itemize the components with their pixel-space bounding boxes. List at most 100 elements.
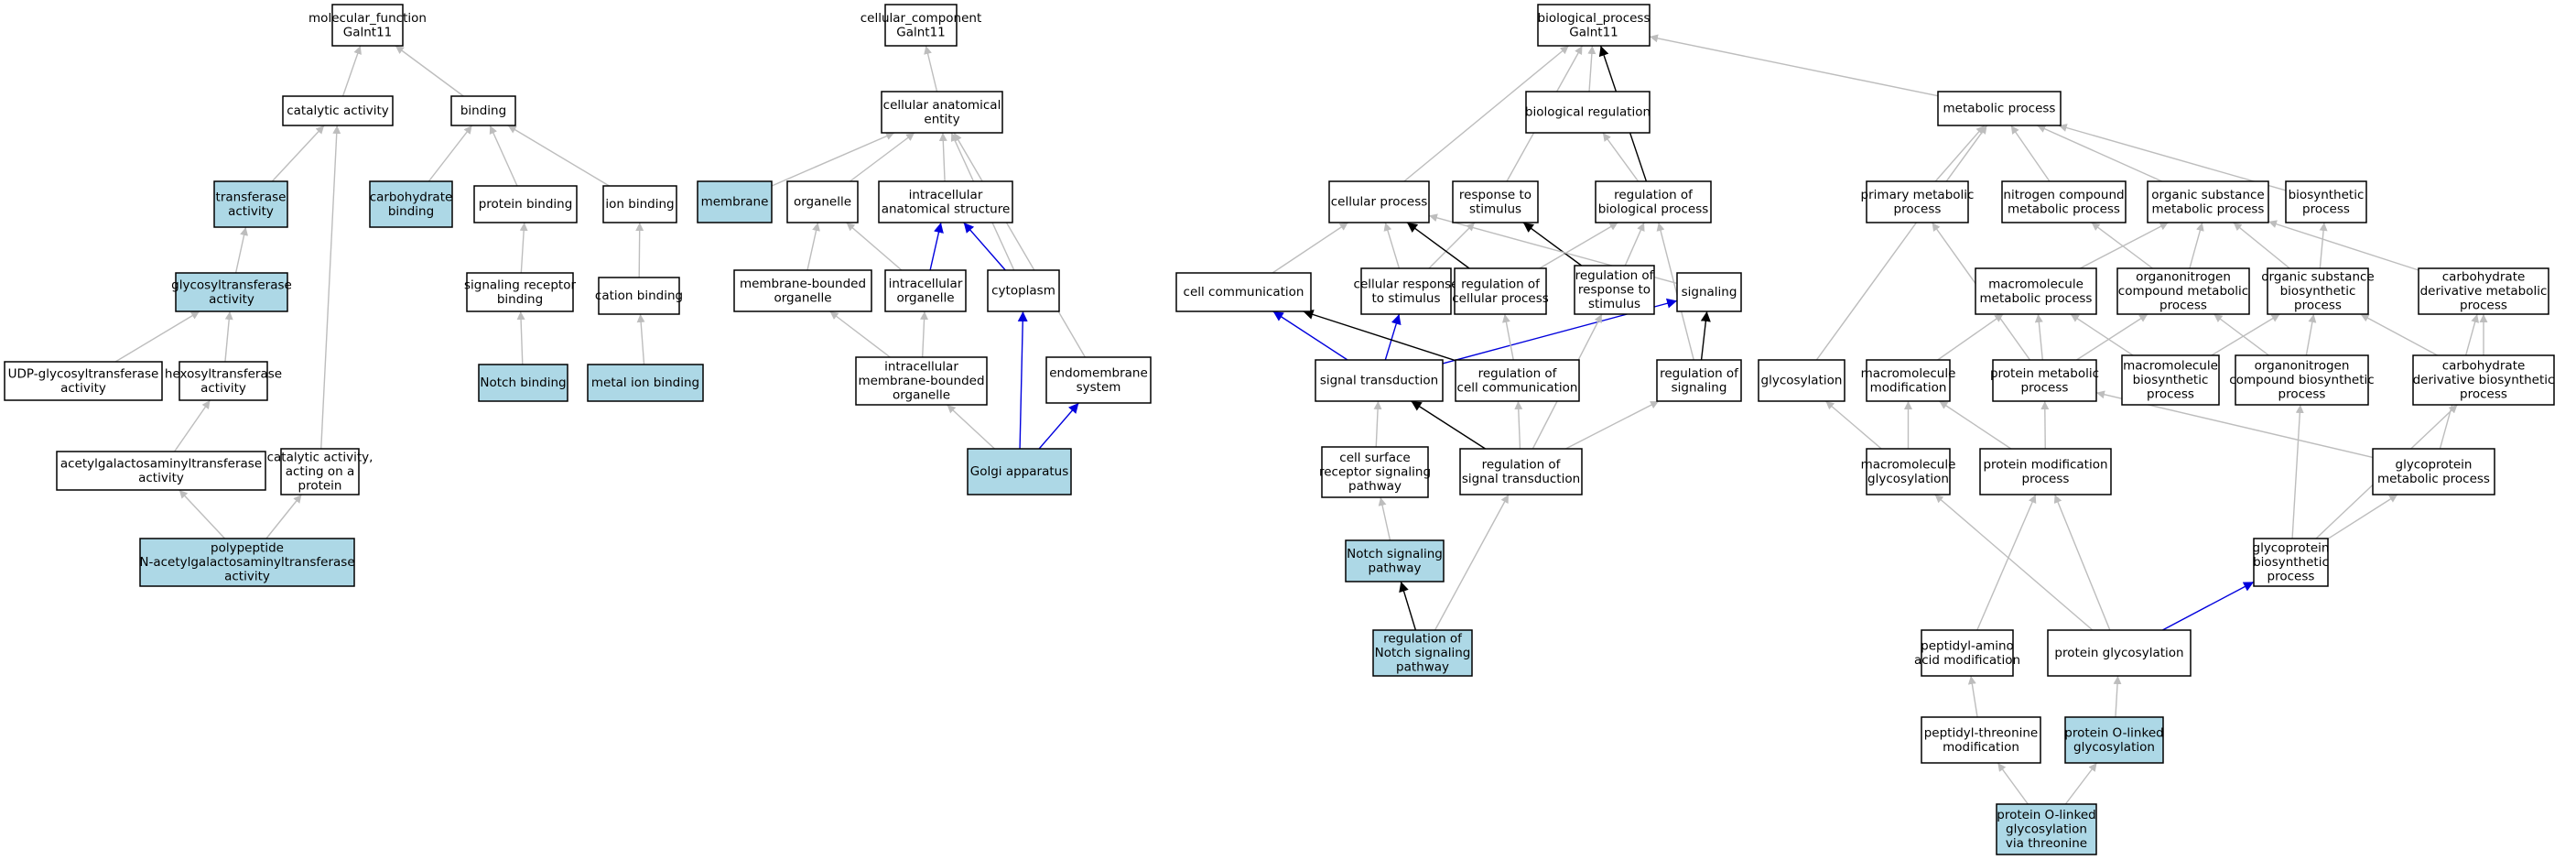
- node-label-line: response to: [1459, 188, 1532, 202]
- go-term-node-golgi: Golgi apparatus: [967, 448, 1072, 495]
- node-label-line: activity: [60, 381, 106, 396]
- edge-peptthr-to-peptamino: [1967, 675, 1978, 718]
- node-label-line: Notch signaling: [1375, 646, 1471, 660]
- node-label-line: N-acetylgalactosaminyltransferase: [139, 555, 354, 570]
- node-label-line: biological_process: [1538, 11, 1651, 26]
- node-label-line: catalytic activity: [287, 103, 389, 118]
- go-term-node-bioreg: biological regulation: [1525, 91, 1651, 134]
- go-term-node-organelle: organelle: [786, 180, 859, 223]
- node-label-line: carbohydrate: [2442, 359, 2526, 374]
- edge-regcell-to-regbio: [1539, 222, 1618, 269]
- node-label-line: glycosylation: [2006, 822, 2087, 837]
- node-label-line: process: [2021, 380, 2069, 395]
- edge-cellcomm-to-cellproc: [1272, 222, 1349, 274]
- edge-membrane-to-cae: [771, 132, 895, 187]
- edge-macromod-to-macromet: [1937, 313, 2004, 361]
- go-term-node-cytoplasm: cytoplasm: [987, 269, 1060, 312]
- edge-acetylgal-to-hexosyl: [173, 399, 211, 452]
- node-box: [466, 272, 574, 312]
- node-box: [1360, 267, 1452, 315]
- node-box: [1921, 629, 2014, 677]
- node-label-line: stimulus: [1588, 297, 1640, 311]
- edge-cation-to-ionbind: [635, 222, 644, 278]
- node-box: [1328, 180, 1430, 223]
- go-term-node-membrane: membrane: [697, 180, 773, 223]
- node-label-line: primary metabolic: [1861, 188, 1975, 202]
- node-label-line: biosynthetic: [2280, 284, 2356, 299]
- node-label-line: signaling: [1682, 285, 1737, 299]
- node-label-line: Golgi apparatus: [970, 464, 1068, 479]
- node-label-line: process: [2268, 570, 2315, 584]
- node-label-line: regulation of: [1461, 277, 1541, 291]
- edge-macrobio-to-orgsubbio: [2211, 313, 2280, 356]
- node-box: [1315, 359, 1444, 402]
- node-box: [1525, 91, 1651, 134]
- node-box: [175, 272, 288, 312]
- edge-orgnitro-to-nitro: [2091, 222, 2153, 269]
- edge-regcellcomm-to-cellcomm: [1303, 310, 1456, 362]
- node-label-line: pathway: [1396, 660, 1449, 675]
- node-label-line: signaling receptor: [464, 278, 577, 292]
- edge-udp-to-glycotrans: [114, 310, 200, 363]
- edge-polypep-to-acetylgal: [179, 489, 226, 539]
- edge-sigtrans-to-cellresp: [1384, 313, 1402, 361]
- node-box: [1866, 359, 1951, 402]
- node-box: [967, 448, 1072, 495]
- node-label-line: binding: [388, 204, 434, 219]
- edge-nitro-to-metproc: [2010, 125, 2051, 182]
- edge-regresp-to-respstim: [1522, 222, 1583, 267]
- node-box: [1045, 356, 1152, 404]
- node-label-line: cellular process: [1331, 195, 1428, 210]
- edge-golgi-to-endomem: [1038, 402, 1079, 450]
- node-label-line: hexosyltransferase: [165, 366, 282, 381]
- node-box: [881, 91, 1003, 134]
- edge-imbo-to-mbo: [829, 310, 891, 358]
- node-label-line: activity: [138, 471, 184, 485]
- node-label-line: acting on a: [286, 464, 355, 479]
- edge-polypep-to-catprot: [265, 494, 302, 539]
- edge-transferase-to-catact: [271, 125, 325, 182]
- node-box: [1758, 359, 1845, 402]
- node-box: [2047, 629, 2192, 677]
- edge-protmet-to-macromet: [2034, 313, 2044, 361]
- edge-carbmet-to-orgsub: [2268, 220, 2419, 271]
- node-box: [1455, 359, 1580, 402]
- node-box: [473, 185, 578, 223]
- node-box: [2116, 267, 2250, 315]
- node-label-line: regulation of: [1575, 268, 1655, 283]
- edge-cellresp-to-respstim: [1428, 222, 1476, 269]
- edge-biosyn-to-metproc: [2058, 124, 2287, 191]
- edge-golgi-to-imbo: [947, 404, 995, 450]
- node-box: [1537, 4, 1651, 47]
- node-label-line: organic substance: [2261, 270, 2374, 285]
- edge-cae-to-cc: [924, 45, 938, 93]
- edge-macrobio-to-macromet: [2070, 313, 2134, 356]
- node-label-line: process: [2147, 387, 2194, 402]
- node-label-line: anatomical structure: [882, 201, 1011, 216]
- node-box: [786, 180, 859, 223]
- node-box: [1459, 448, 1583, 495]
- node-label-line: biosynthetic: [2289, 188, 2365, 202]
- node-label-line: Galnt11: [896, 25, 946, 39]
- node-label-line: regulation of: [1614, 188, 1694, 202]
- edge-glycopbio-to-orgnitrobio: [2291, 404, 2304, 539]
- node-box: [587, 364, 704, 402]
- node-label-line: receptor signaling: [1319, 465, 1431, 480]
- node-label-line: transferase: [216, 190, 287, 204]
- go-term-node-catact: catalytic activity: [282, 95, 394, 126]
- node-box: [1921, 716, 2041, 764]
- edge-regresp-to-regbio: [1624, 222, 1645, 267]
